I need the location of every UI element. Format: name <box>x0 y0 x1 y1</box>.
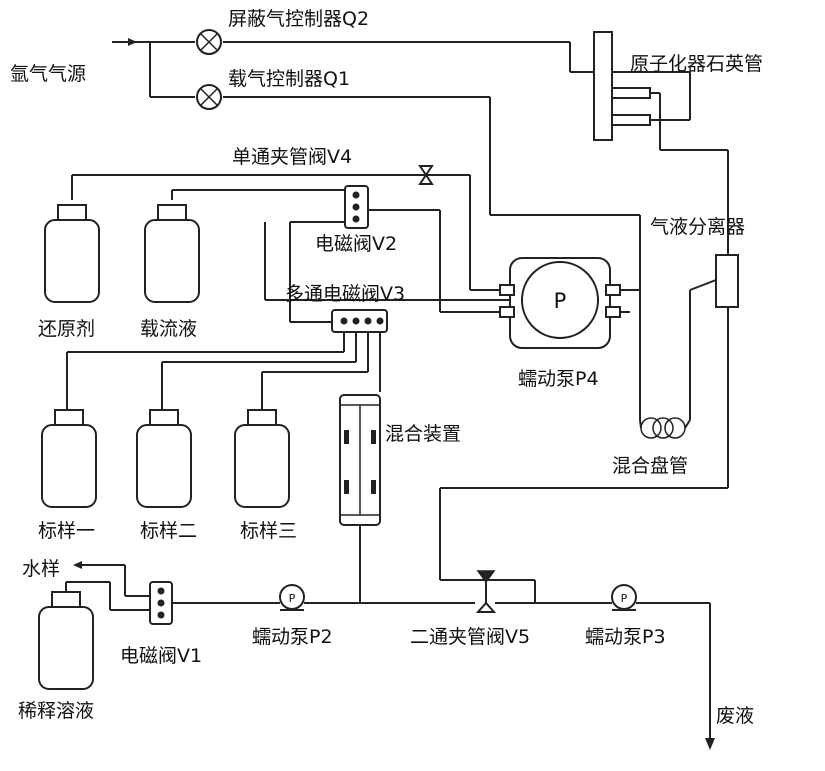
label-peristaltic-pump-p2: 蠕动泵P2 <box>252 626 333 648</box>
label-solenoid-valve-v2: 电磁阀V2 <box>315 233 397 255</box>
pinch-valve-v5 <box>475 570 497 613</box>
bottle-standard-3 <box>234 409 290 508</box>
label-multi-solenoid-valve-v3: 多通电磁阀V3 <box>285 283 405 305</box>
carrier-gas-controller-q1 <box>196 84 222 110</box>
peristaltic-pump-p4: P <box>499 257 640 349</box>
pinch-valve-v4 <box>418 165 434 185</box>
label-gas-liquid-separator: 气液分离器 <box>650 216 745 238</box>
solenoid-valve-v2 <box>344 185 369 229</box>
label-reductant: 还原剂 <box>38 318 95 340</box>
label-standard-1: 标样一 <box>38 520 95 542</box>
label-pinch-valve-v4: 单通夹管阀V4 <box>232 146 352 168</box>
label-standard-2: 标样二 <box>140 520 197 542</box>
label-waste: 废液 <box>716 705 754 727</box>
atomizer-quartz-tube <box>593 31 660 141</box>
gas-lines <box>112 38 691 420</box>
label-peristaltic-pump-p4: 蠕动泵P4 <box>518 368 599 390</box>
arrow-icon <box>128 38 137 46</box>
label-carrier-liquid: 载流液 <box>140 318 197 340</box>
peristaltic-pump-p2: P <box>279 584 305 611</box>
multi-solenoid-valve-v3 <box>66 309 388 410</box>
label-carrier-gas-controller: 载气控制器Q1 <box>228 68 350 90</box>
label-argon-source: 氩气气源 <box>10 63 86 85</box>
shield-gas-controller-q2 <box>196 29 222 55</box>
label-dilution-solution: 稀释溶液 <box>18 700 94 722</box>
mixing-device <box>339 394 381 603</box>
label-peristaltic-pump-p3: 蠕动泵P3 <box>585 626 666 648</box>
bottom-line <box>65 561 715 750</box>
arrow-icon <box>705 738 715 750</box>
solenoid-valve-v1 <box>149 581 173 625</box>
label-pinch-valve-v5: 二通夹管阀V5 <box>410 626 530 648</box>
bottle-standard-1 <box>41 409 97 508</box>
liquid-lines <box>71 174 510 323</box>
pump-p-symbol: P <box>554 289 567 313</box>
peristaltic-pump-p3: P <box>611 584 637 611</box>
bottle-carrier-liquid <box>144 204 200 303</box>
label-standard-3: 标样三 <box>240 520 297 542</box>
bottle-dilution <box>38 591 94 690</box>
coil-icon <box>639 417 691 439</box>
label-shield-gas-controller: 屏蔽气控制器Q2 <box>228 8 369 30</box>
pump-p3-symbol: P <box>621 592 628 605</box>
label-water-sample: 水样 <box>22 558 60 580</box>
label-atomizer-tube: 原子化器石英管 <box>630 53 763 75</box>
label-solenoid-valve-v1: 电磁阀V1 <box>120 645 202 667</box>
pump-p2-symbol: P <box>289 592 296 605</box>
arrow-icon <box>73 561 82 569</box>
labels: 氩气气源 屏蔽气控制器Q2 载气控制器Q1 原子化器石英管 单通夹管阀V4 电磁… <box>10 8 763 727</box>
label-mixing-coil: 混合盘管 <box>612 455 688 477</box>
bottle-reductant <box>44 204 100 303</box>
gas-liquid-separator <box>439 93 739 581</box>
bottle-standard-2 <box>136 409 192 508</box>
label-mixing-device: 混合装置 <box>385 423 461 445</box>
